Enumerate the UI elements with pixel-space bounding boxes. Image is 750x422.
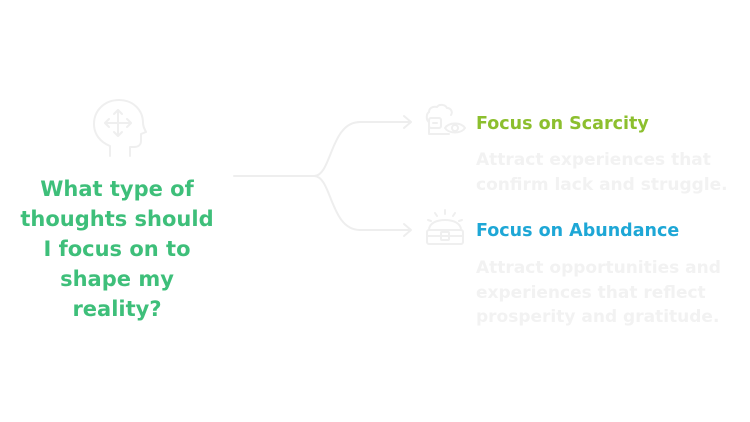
option-title-scarcity: Focus on Scarcity bbox=[476, 114, 649, 134]
arrowhead-scarcity bbox=[403, 115, 412, 129]
brain-eye-icon bbox=[425, 103, 466, 135]
connector-branch-scarcity bbox=[313, 121, 411, 177]
option-description-abundance: Attract opportunities and experiences th… bbox=[476, 258, 721, 327]
head-arrows-icon bbox=[93, 99, 147, 157]
arrowhead-abundance bbox=[403, 223, 412, 237]
treasure-chest-icon bbox=[426, 209, 464, 245]
option-description-scarcity: Attract experiences that confirm lack an… bbox=[476, 150, 728, 195]
option-title-abundance: Focus on Abundance bbox=[476, 221, 680, 241]
central-question: What type of thoughts should I focus on … bbox=[20, 177, 214, 321]
connector-branch-abundance bbox=[313, 175, 411, 231]
